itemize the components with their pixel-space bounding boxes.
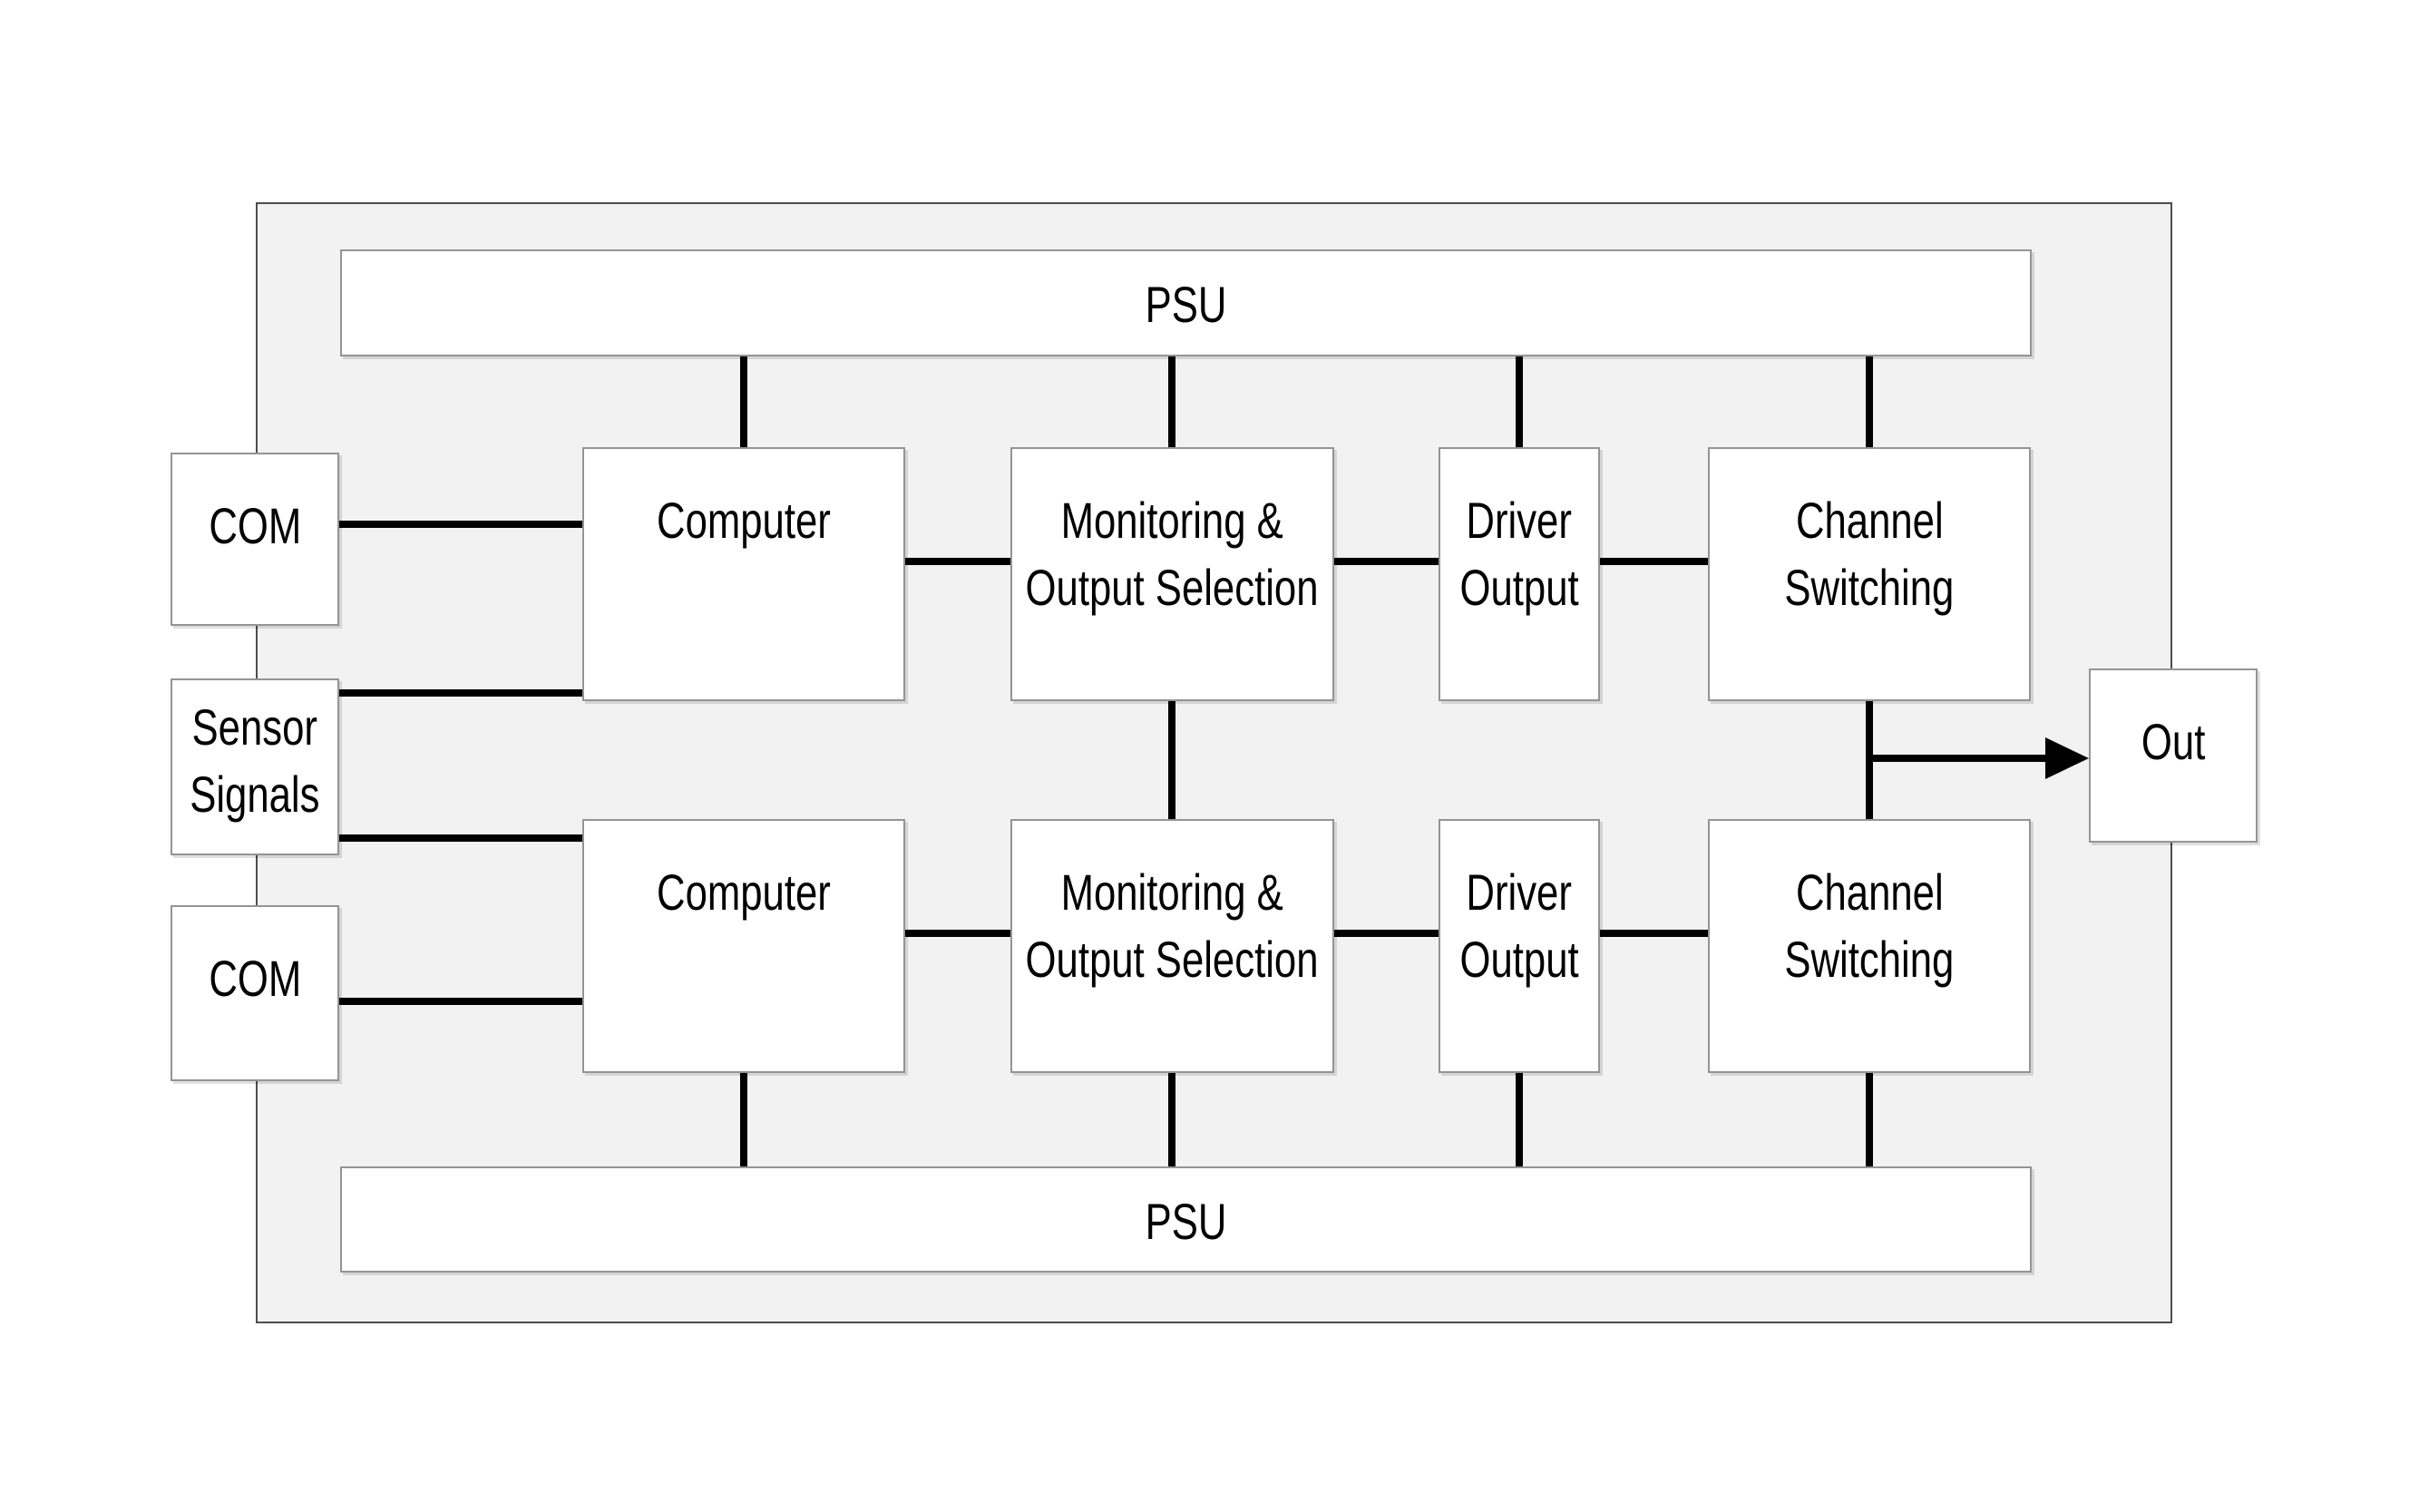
connector-monitoring-a-driver-a [1334,558,1439,565]
block-monitoring-b-label-line1: Monitoring & [1060,863,1284,921]
connector-computer-a-monitoring-a [905,558,1010,565]
connector-monitoring-a-monitoring-b [1168,701,1175,819]
sensor-signals-label-line2: Signals [190,766,320,823]
connector-driver-b-switching-b [1600,930,1708,937]
connector-psu-top-driver-a [1516,356,1523,447]
psu-bottom-label: PSU [1145,1193,1227,1250]
system-enclosure [256,202,2172,1323]
block-computer-b-label: Computer [657,863,831,921]
block-monitoring-a-label-line2: Output Selection [1026,559,1319,616]
connector-driver-a-switching-a [1600,558,1708,565]
block-monitoring-a-label-line1: Monitoring & [1060,492,1284,549]
connector-monitoring-b-psu-bottom [1168,1073,1175,1166]
block-monitoring-a: Monitoring & Output Selection [1010,447,1334,701]
connector-switching-b-psu-bottom [1866,1073,1873,1166]
block-driver-output-a-label-line2: Output [1459,559,1579,616]
connector-sensor-computer-a [339,689,582,697]
out-arrowhead-icon [2045,737,2089,779]
com-top-box: COM [171,453,339,626]
block-channel-switching-b-label-line1: Channel [1795,863,1944,921]
block-channel-switching-a-label-line1: Channel [1795,492,1944,549]
block-computer-a-label: Computer [657,492,831,549]
block-driver-output-b-label-line2: Output [1459,931,1579,988]
block-driver-output-a: Driver Output [1439,447,1600,701]
connector-monitoring-b-driver-b [1334,930,1439,937]
connector-psu-top-switching-a [1866,356,1873,447]
block-driver-output-b: Driver Output [1439,819,1600,1073]
connector-psu-top-monitoring-a [1168,356,1175,447]
block-monitoring-b: Monitoring & Output Selection [1010,819,1334,1073]
com-bottom-label: COM [209,950,301,1007]
psu-top-label: PSU [1145,276,1227,333]
sensor-signals-box: Sensor Signals [171,678,339,855]
block-monitoring-b-label-line2: Output Selection [1026,931,1319,988]
block-computer-a: Computer [582,447,905,701]
com-bottom-box: COM [171,905,339,1081]
psu-top-bar: PSU [340,249,2032,356]
block-channel-switching-b: Channel Switching [1708,819,2031,1073]
block-computer-b: Computer [582,819,905,1073]
block-channel-switching-a-label-line2: Switching [1784,559,1955,616]
out-box: Out [2089,668,2258,843]
connector-sensor-computer-b [339,834,582,842]
block-channel-switching-a: Channel Switching [1708,447,2031,701]
connector-driver-b-psu-bottom [1516,1073,1523,1166]
block-channel-switching-b-label-line2: Switching [1784,931,1955,988]
connector-out-shaft [1866,755,2047,762]
out-label: Out [2141,713,2206,770]
block-driver-output-a-label-line1: Driver [1466,492,1573,549]
block-driver-output-b-label-line1: Driver [1466,863,1573,921]
psu-bottom-bar: PSU [340,1166,2032,1273]
connector-computer-b-monitoring-b [905,930,1010,937]
connector-computer-b-psu-bottom [740,1073,747,1166]
com-top-label: COM [209,497,301,554]
connector-com-top-computer-a [339,521,582,528]
connector-psu-top-computer-a [740,356,747,447]
connector-com-bottom-computer-b [339,998,582,1005]
sensor-signals-label-line1: Sensor [191,698,318,756]
